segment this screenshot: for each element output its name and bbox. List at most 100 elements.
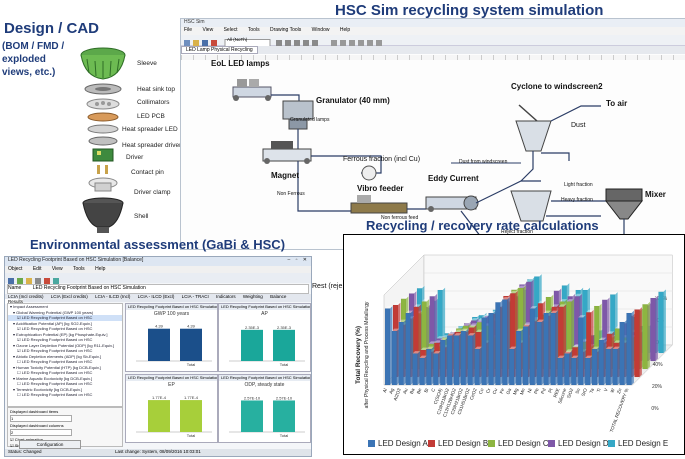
tree-row[interactable]: ▾ Eutrophication Potential (EP) [kg Phos…	[13, 331, 108, 337]
tree-row[interactable]: ☐ LED Recycling Footprint Based on HSC	[17, 359, 93, 364]
tool-icon-10[interactable]	[367, 40, 373, 46]
tree-row[interactable]: ☐ LED Recycling Footprint Based on HSC	[17, 370, 93, 375]
sim-menu-tools[interactable]: Tools	[247, 27, 260, 33]
name-field[interactable]: Name LED Recycling Footprint Based on HS…	[7, 284, 309, 294]
gabi-refresh-icon[interactable]	[17, 278, 23, 284]
open-folder-icon[interactable]	[193, 40, 199, 46]
tree-row[interactable]: ▾ Marine Aquatic Ecotoxicity [kg DCB-Equ…	[13, 375, 93, 381]
sim-menu-drawing-tools[interactable]: Drawing Tools	[269, 27, 302, 33]
bar-top	[558, 304, 566, 307]
displayed-columns-input[interactable]: 2	[10, 429, 72, 436]
tree-row[interactable]: ▾ Terrestric Ecotoxicity [kg DCB-Equiv.]	[13, 386, 82, 392]
gabi-tab-lcia-excl[interactable]: LCIA (Excl credits)	[50, 294, 88, 299]
tool-icon-4[interactable]	[303, 40, 309, 46]
gabi-menu-edit[interactable]: Edit	[32, 266, 42, 272]
bar-top	[510, 290, 518, 294]
bar-side	[442, 287, 446, 353]
tree-row[interactable]: ▾ Global Warming Potential (GWP 100 year…	[13, 309, 94, 315]
category-label: C	[430, 387, 436, 392]
panel-title: EP	[168, 382, 175, 388]
gabi-tab-ilcd-incl[interactable]: LCIA - ILCD (Incl)	[95, 294, 131, 299]
bar-top	[592, 346, 600, 349]
gabi-print-icon[interactable]	[35, 278, 41, 284]
tree-row[interactable]: ▾ Ozone Layer Depletion Potential (ODP) …	[13, 342, 115, 348]
bar-top	[464, 320, 472, 324]
tree-row[interactable]: ▾ Impact Assessment	[10, 304, 48, 309]
gabi-menu-view[interactable]: View	[51, 266, 63, 272]
bar-top	[567, 293, 576, 297]
gabi-folder-icon[interactable]	[26, 278, 32, 284]
bar-top	[571, 355, 579, 358]
sim-menu-file[interactable]: File	[184, 27, 193, 33]
gabi-tab-traci[interactable]: LCIA - TRACI	[181, 294, 209, 299]
gabi-menu-object[interactable]: Object	[8, 266, 23, 272]
bar-top	[524, 322, 532, 325]
tree-row[interactable]: ▾ Acidification Potential (AP) [kg SO2-E…	[13, 320, 92, 326]
flow-label-mixer: Mixer	[645, 190, 666, 199]
bar-top	[460, 328, 469, 331]
bar-top	[598, 337, 607, 340]
sim-window-title: HSC Sim	[184, 19, 205, 25]
sim-menu-select[interactable]: Select	[223, 27, 238, 33]
sim-menu-view[interactable]: View	[202, 27, 214, 33]
gabi-menu-help[interactable]: Help	[95, 266, 106, 272]
tool-icon-7[interactable]	[340, 40, 346, 46]
panel-bar	[180, 328, 202, 361]
bar-front	[578, 317, 584, 386]
tree-row[interactable]: ☐ LED Recycling Footprint Based on HSC	[17, 381, 93, 386]
chart-animation-checkbox[interactable]: ☑ Chart animation	[10, 437, 43, 442]
part-label-driver-clamp: Driver clamp	[134, 189, 171, 196]
bar-top	[398, 319, 407, 322]
tool-icon-6[interactable]	[331, 40, 337, 46]
displayed-items-input[interactable]: 1	[10, 415, 72, 422]
window-controls-icon[interactable]: – ▫ ✕	[287, 257, 309, 263]
gabi-tab-weighting[interactable]: Weighting	[242, 294, 263, 299]
tool-icon-1[interactable]	[276, 40, 282, 46]
new-file-icon[interactable]	[184, 40, 190, 46]
tool-icon-8[interactable]	[349, 40, 355, 46]
bar-side	[663, 289, 666, 353]
sim-menu-help[interactable]: Help	[339, 27, 351, 33]
configuration-button[interactable]: Configuration	[19, 440, 81, 449]
panel-bar	[273, 329, 295, 361]
gabi-toolbar-icons	[8, 278, 59, 284]
part-label-contact-pin: Contact pin	[131, 169, 164, 176]
tool-icon-3[interactable]	[294, 40, 300, 46]
gabi-save-icon[interactable]	[8, 278, 14, 284]
bar-top	[448, 331, 456, 334]
tree-row[interactable]: ▾ Human Toxicity Potential (HTP) [kg DCB…	[13, 364, 101, 370]
tool-icon-11[interactable]	[376, 40, 382, 46]
gabi-export-icon[interactable]	[53, 278, 59, 284]
category-label: Ti	[596, 388, 602, 393]
tree-row[interactable]: ☑ LED Recycling Footprint Based on HSC	[17, 348, 93, 353]
gabi-tab-lcia-incl[interactable]: LCIA (Incl credits)	[8, 294, 44, 299]
category-label: W	[609, 387, 615, 393]
delete-icon[interactable]	[211, 40, 217, 46]
bar-front	[460, 330, 467, 386]
part-label-collimators: Collimators	[137, 99, 170, 106]
tree-row[interactable]: ☐ LED Recycling Footprint Based on HSC	[17, 392, 93, 397]
bar-side	[576, 355, 579, 385]
ferrous-bin-icon	[361, 165, 377, 181]
gabi-menu-tools[interactable]: Tools	[73, 266, 85, 272]
bar-top	[421, 299, 430, 302]
category-label: Co	[478, 387, 485, 395]
save-icon[interactable]	[202, 40, 208, 46]
bar-top	[440, 337, 448, 340]
tree-row[interactable]: ☑ LED Recycling Footprint Based on HSC	[17, 337, 93, 342]
gabi-chart-icon[interactable]	[44, 278, 50, 284]
tree-row[interactable]: ☑ LED Recycling Footprint Based on HSC	[8, 315, 122, 321]
bar-top	[436, 336, 444, 339]
tree-row[interactable]: ☑ LED Recycling Footprint Based on HSC	[17, 326, 93, 331]
tree-row[interactable]: ▾ Abiotic Depletion elements (ADP) [kg S…	[13, 353, 101, 359]
tool-icon-2[interactable]	[285, 40, 291, 46]
gabi-tab-indicators[interactable]: Indicators	[216, 294, 236, 299]
gabi-tab-results[interactable]: Results	[5, 299, 24, 304]
sim-tab-flowsheet[interactable]: LED Lamp Physical Recycling	[181, 46, 258, 54]
tool-icon-5[interactable]	[312, 40, 318, 46]
gabi-tab-ilcd-excl[interactable]: LCIA - ILCD (Excl)	[137, 294, 175, 299]
sim-menu-window[interactable]: Window	[311, 27, 330, 33]
tool-icon-9[interactable]	[358, 40, 364, 46]
gabi-tab-balance[interactable]: Balance	[270, 294, 287, 299]
category-label: Al	[382, 388, 388, 394]
